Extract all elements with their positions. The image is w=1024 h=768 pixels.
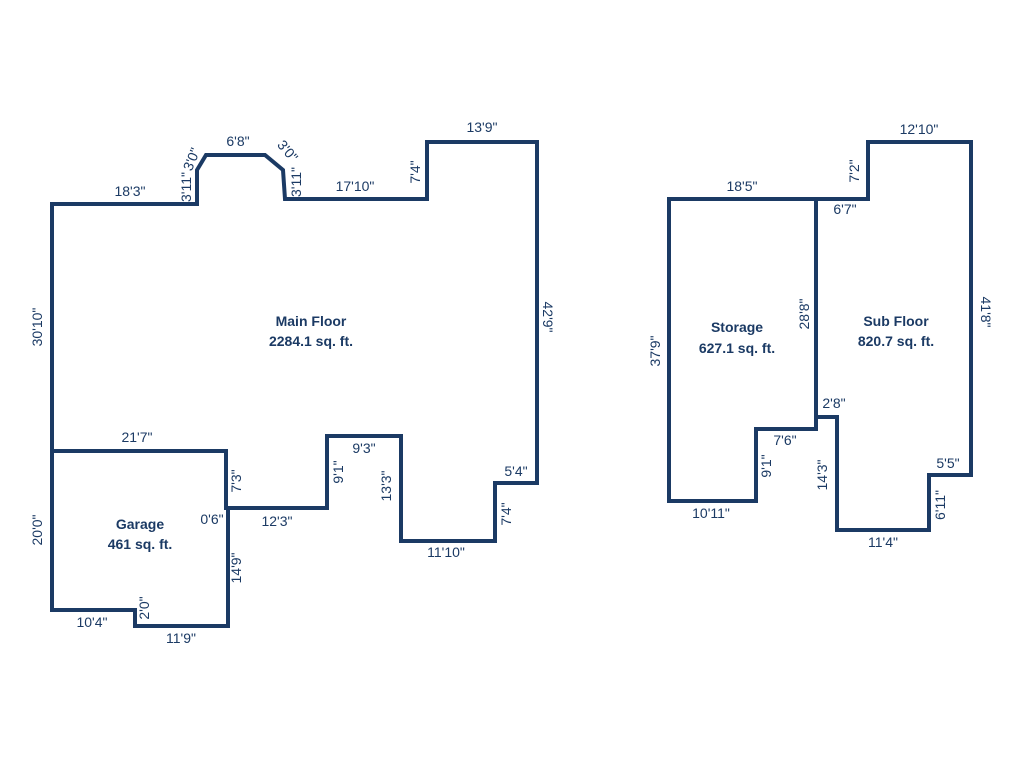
dim-main-notch-right: 13'3" <box>378 470 394 501</box>
dim-storage-top: 18'5" <box>726 178 757 194</box>
dim-storage-notch-horizontal: 7'6" <box>773 432 796 448</box>
dim-storage-left: 37'9" <box>647 335 663 366</box>
garage-label: Garage <box>116 516 164 532</box>
dim-main-top-right: 13'9" <box>466 119 497 135</box>
garage-area: 461 sq. ft. <box>108 536 173 552</box>
dim-sub-jog: 2'8" <box>822 395 845 411</box>
dim-sub-step-horizontal: 6'7" <box>833 201 856 217</box>
dim-main-notch-left: 9'1" <box>330 460 346 483</box>
dim-sub-left-lower: 14'3" <box>814 459 830 490</box>
sub-floor-area: 820.7 sq. ft. <box>858 333 934 349</box>
garage-outline <box>50 449 230 628</box>
sub-floor-label: Sub Floor <box>863 313 929 329</box>
dim-storage-notch-vertical: 9'1" <box>758 454 774 477</box>
dim-garage-right-lower: 14'9" <box>228 552 244 583</box>
dim-garage-left: 20'0" <box>29 514 45 545</box>
sub-floor-outline <box>814 140 973 532</box>
dim-garage-top: 21'7" <box>121 429 152 445</box>
dim-sub-left: 28'8" <box>796 298 812 329</box>
dim-main-right-lower: 7'4" <box>498 502 514 525</box>
dim-sub-top: 12'10" <box>900 121 939 137</box>
storage-area: 627.1 sq. ft. <box>699 340 775 356</box>
dim-main-notch-top: 9'3" <box>352 440 375 456</box>
dim-main-bay-right-angle: 3'0" <box>274 137 301 165</box>
dim-main-bottom-left: 12'3" <box>261 513 292 529</box>
dim-main-bay-left-vertical: 3'11" <box>178 172 194 202</box>
dim-garage-bottom-right: 11'9" <box>166 630 196 646</box>
dim-main-bay-right-vertical: 3'11" <box>288 167 304 197</box>
dim-sub-bottom-right-step: 5'5" <box>936 455 959 471</box>
storage-label: Storage <box>711 319 763 335</box>
dim-main-bay-top: 6'8" <box>226 133 249 149</box>
dim-garage-bottom-left: 10'4" <box>76 614 107 630</box>
dim-main-top-middle: 17'10" <box>336 178 375 194</box>
dim-main-bottom: 11'10" <box>427 544 465 560</box>
dim-main-left: 30'10" <box>29 308 45 347</box>
dim-main-bottom-right-step: 5'4" <box>504 463 527 479</box>
dim-storage-bottom: 10'11" <box>692 505 730 521</box>
dim-main-right: 42'9" <box>540 301 556 332</box>
main-floor-label: Main Floor <box>276 313 347 329</box>
dim-sub-right: 41'8" <box>978 296 994 327</box>
dim-main-step-up: 7'4" <box>407 160 423 183</box>
dim-sub-step-vertical: 7'2" <box>846 159 862 182</box>
dim-sub-bottom: 11'4" <box>868 534 898 550</box>
dim-sub-right-lower: 6'11" <box>932 490 948 520</box>
dim-main-top-left: 18'3" <box>114 183 145 199</box>
dim-garage-step: 2'0" <box>136 596 152 619</box>
main-floor-area: 2284.1 sq. ft. <box>269 333 353 349</box>
dim-garage-jog: 0'6" <box>200 511 223 527</box>
dim-garage-right-upper: 7'3" <box>228 469 244 492</box>
main-floor-outline <box>50 140 539 543</box>
